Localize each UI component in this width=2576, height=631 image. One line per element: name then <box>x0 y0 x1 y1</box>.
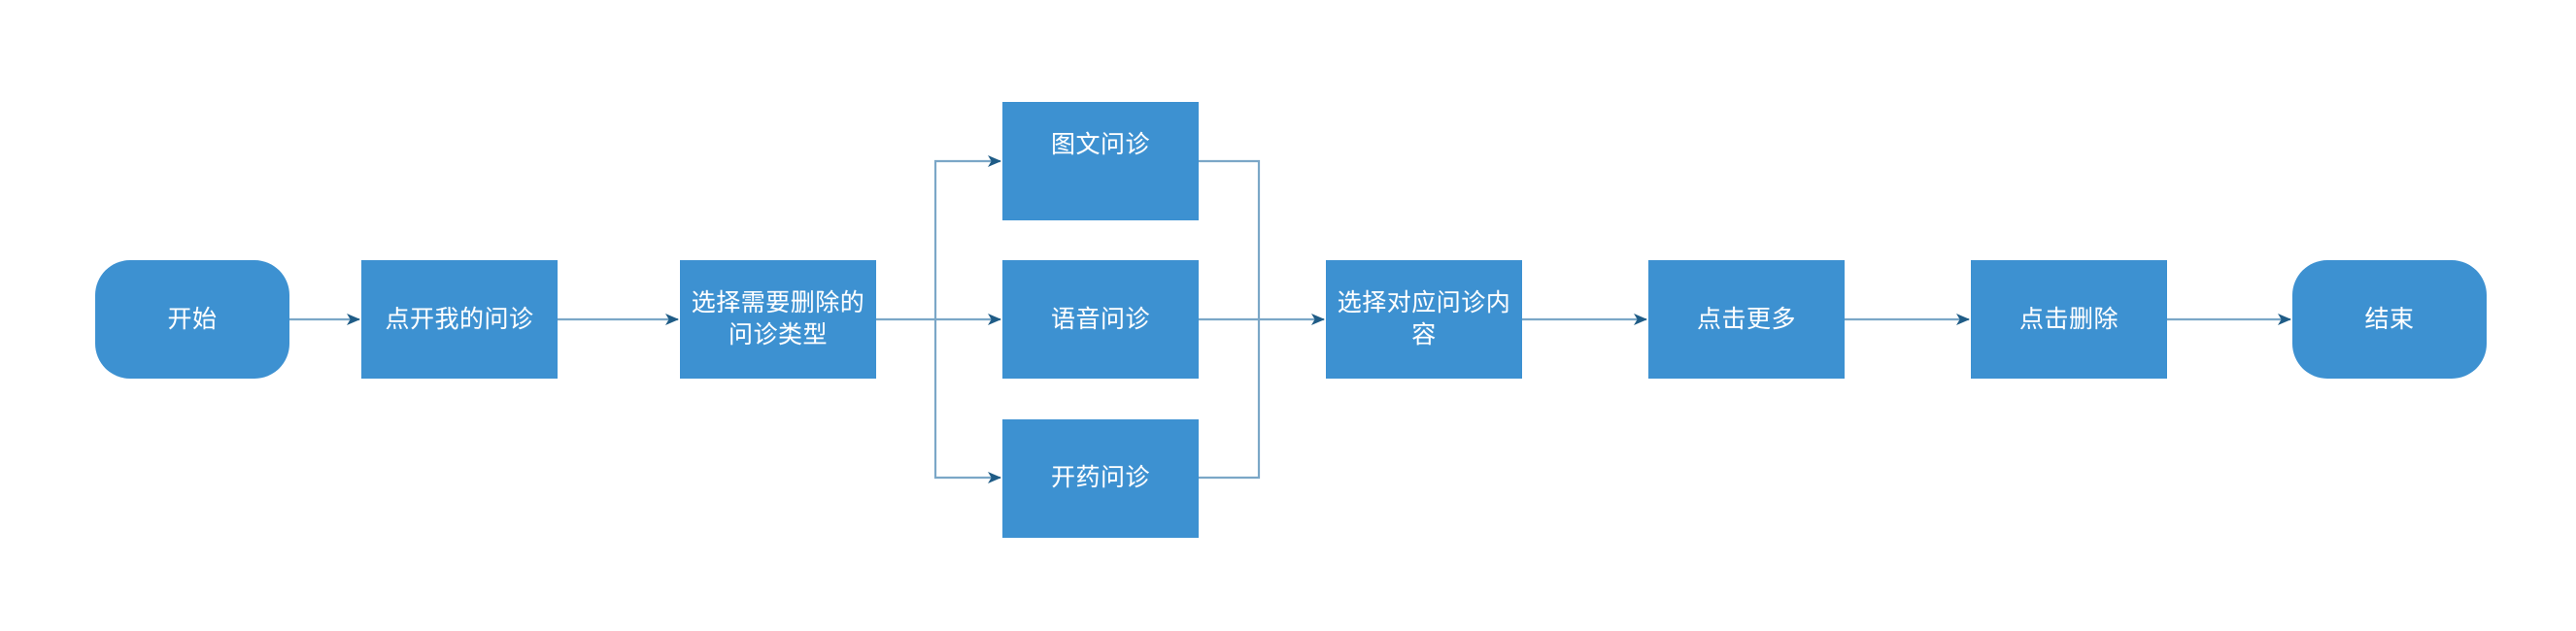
edge-select-type-to-branch-image <box>933 155 1001 319</box>
node-select-type-label: 选择需要删除的 问诊类型 <box>691 289 865 349</box>
node-start-label: 开始 <box>167 305 218 333</box>
edge-branch-drug-to-select-item <box>1199 319 1261 480</box>
node-branch-drug[interactable]: 开药问诊 <box>1002 419 1199 538</box>
node-branch-image-label: 图文问诊 <box>1050 131 1150 158</box>
node-end[interactable]: 结束 <box>2292 260 2487 379</box>
node-click-more[interactable]: 点击更多 <box>1648 260 1845 379</box>
edge-branch-image-to-select-item <box>1199 159 1261 319</box>
edge-select-type-to-branch-drug <box>933 319 1001 483</box>
node-select-item[interactable]: 选择对应问诊内 容 <box>1326 260 1522 379</box>
node-click-delete-label: 点击删除 <box>2018 305 2118 333</box>
node-end-label: 结束 <box>2364 305 2415 333</box>
node-branch-image[interactable]: 图文问诊 <box>1002 102 1199 220</box>
node-start[interactable]: 开始 <box>95 260 289 379</box>
node-branch-voice-label: 语音问诊 <box>1050 305 1150 333</box>
node-click-delete[interactable]: 点击删除 <box>1971 260 2167 379</box>
node-click-more-label: 点击更多 <box>1696 305 1796 333</box>
node-branch-drug-label: 开药问诊 <box>1050 464 1150 491</box>
node-open-consult[interactable]: 点开我的问诊 <box>361 260 558 379</box>
node-select-type[interactable]: 选择需要删除的 问诊类型 <box>680 260 876 379</box>
node-open-consult-label: 点开我的问诊 <box>385 305 534 333</box>
node-branch-voice[interactable]: 语音问诊 <box>1002 260 1199 379</box>
node-select-item-label: 选择对应问诊内 容 <box>1337 289 1511 349</box>
